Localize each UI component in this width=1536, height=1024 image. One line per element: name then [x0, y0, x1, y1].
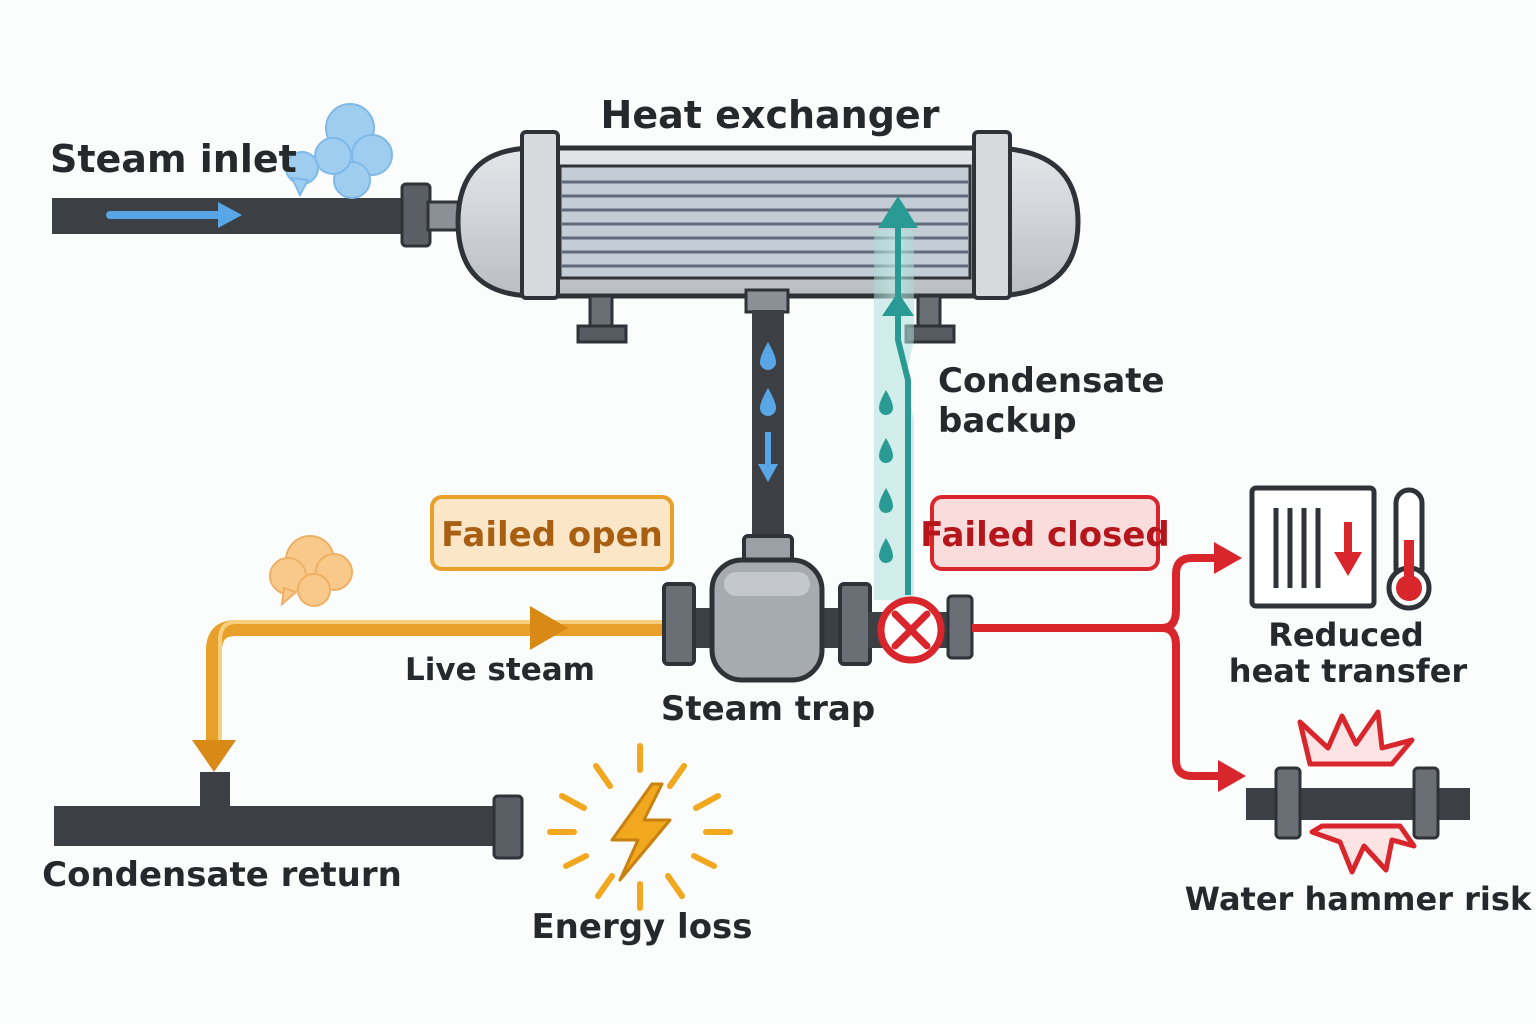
- pipe-burst-icon: [1246, 709, 1470, 875]
- drain-line: [752, 310, 784, 540]
- reduced-heat-transfer: Reduced heat transfer: [1229, 485, 1468, 690]
- condensate-return-pipe: [54, 806, 500, 846]
- steam-inlet-label: Steam inlet: [50, 137, 297, 181]
- return-end-flange: [492, 794, 524, 860]
- x-circle-icon: [877, 596, 945, 664]
- drain-nozzle: [744, 288, 790, 314]
- water-drop-icon: [879, 538, 893, 563]
- left-tube-sheet: [520, 130, 560, 300]
- reduced-heat-transfer-label-line1: Reduced: [1268, 616, 1424, 654]
- water-drop-icon: [760, 388, 776, 416]
- water-drop-icon: [760, 342, 776, 370]
- failed-closed-badge: [930, 495, 1160, 571]
- heat-exchanger: Heat exchanger: [455, 93, 1081, 344]
- water-hammer-risk: Water hammer risk: [1185, 709, 1532, 918]
- heat-exchanger-down-arrow-icon: [1249, 485, 1377, 609]
- live-steam-label: Live steam: [405, 652, 595, 688]
- heat-exchanger-label: Heat exchanger: [601, 93, 940, 137]
- reduced-heat-transfer-label-line2: heat transfer: [1229, 652, 1468, 690]
- thermometer-icon: [1386, 487, 1432, 611]
- steam-trap-label: Steam trap: [661, 689, 875, 729]
- trap-right-flange: [838, 582, 872, 666]
- down-arrow-icon: [758, 432, 778, 482]
- failed-closed-flow-line: [972, 554, 1222, 780]
- condensate-backup-label-line1: Condensate: [938, 361, 1165, 401]
- water-hammer-risk-label: Water hammer risk: [1185, 880, 1532, 918]
- steam-cloud-icon: [269, 535, 353, 607]
- failed-open-path: Failed open Live steam: [192, 495, 674, 772]
- water-drop-icon: [879, 488, 893, 513]
- energy-loss-label: Energy loss: [531, 907, 752, 947]
- live-steam-flow-highlight: [218, 620, 662, 742]
- failed-closed-label: Failed closed: [920, 515, 1170, 555]
- condensate-backup-arrow: [895, 222, 911, 595]
- condensate-backup-label-line2: backup: [938, 401, 1077, 441]
- failed-open-label: Failed open: [441, 515, 663, 555]
- condensate-return-label: Condensate return: [42, 855, 402, 895]
- inlet-flange-neck: [426, 200, 460, 232]
- up-arrow-icon: [882, 292, 914, 316]
- flow-arrow-icon: [106, 202, 242, 228]
- condensate-backup: Condensate backup: [874, 196, 1165, 600]
- failed-open-badge: [430, 495, 674, 571]
- return-drop-pipe: [200, 772, 230, 808]
- outlet-flange: [946, 594, 974, 660]
- steam-inlet: Steam inlet: [50, 103, 460, 248]
- flow-arrow-icon: [1218, 760, 1246, 792]
- steam-trap: Steam trap: [661, 534, 875, 729]
- water-drop-icon: [879, 390, 893, 415]
- energy-loss: Energy loss: [531, 743, 753, 947]
- condensate-return: Condensate return: [42, 772, 524, 895]
- flow-arrow-icon: [1214, 542, 1242, 574]
- right-tube-sheet: [972, 130, 1012, 300]
- inlet-flange: [400, 182, 432, 248]
- water-drop-icon: [879, 438, 893, 463]
- flow-arrow-icon: [192, 740, 236, 772]
- steam-cloud-icon: [285, 103, 393, 199]
- left-support: [576, 294, 628, 344]
- up-arrow-icon: [878, 196, 918, 228]
- trap-body-highlight: [724, 572, 810, 596]
- failed-closed-path: Failed closed: [868, 495, 1246, 792]
- flow-arrow-icon: [530, 606, 568, 650]
- lightning-burst-icon: [547, 743, 733, 911]
- trap-left-flange: [662, 582, 696, 666]
